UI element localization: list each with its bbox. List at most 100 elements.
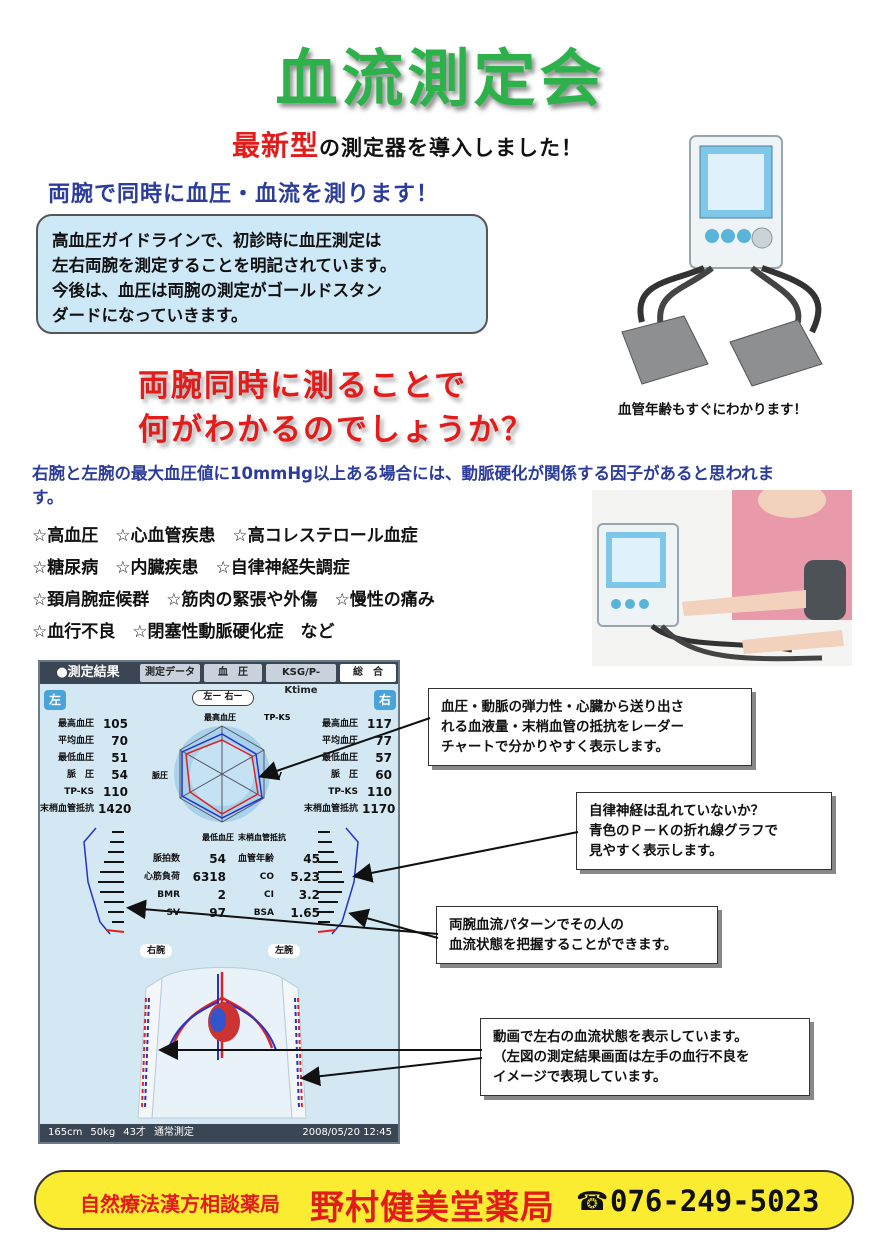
callout-line: 血圧・動脈の弾力性・心臓から送り出さ (441, 699, 684, 715)
value-number: 57 (375, 751, 392, 765)
question-line: 両腕同時に測ることで (138, 368, 468, 404)
value-number: 77 (375, 734, 392, 748)
stat-label: CI (264, 890, 274, 900)
tab-result[interactable]: ●測定結果 (42, 664, 134, 682)
footer-subtitle: 自然療法漢方相談薬局 (80, 1192, 280, 1216)
value-label: 末梢血管抵抗 (304, 804, 359, 814)
left-tag: 左 (44, 690, 66, 710)
value-label: 平均血圧 (321, 736, 358, 746)
measuring-device-image (621, 135, 823, 387)
stat-label: BMR (157, 890, 180, 900)
info-line: ダードになっていきます。 (52, 306, 248, 325)
stat-label: 心筋負荷 (143, 872, 180, 882)
value-label: 脈 圧 (330, 770, 358, 780)
sub-heading: 両腕で同時に血圧・血流を測ります！ (48, 182, 440, 207)
stat-value: 2 (217, 888, 226, 902)
right-tag: 右 (374, 690, 396, 710)
callout-line: 両腕血流パターンでその人の (449, 917, 624, 933)
value-label: 最低血圧 (57, 753, 94, 763)
radar-label: 脈圧 (152, 770, 168, 780)
device-caption: 血管年齢もすぐにわかります！ (618, 402, 807, 418)
stat-label: BSA (253, 908, 274, 918)
value-number: 110 (366, 785, 392, 799)
phone-icon: ☎ (576, 1187, 609, 1217)
question-heading: 両腕同時に測ることで 何がわかるのでしょうか？ (138, 364, 534, 452)
screen-status-bar: 165cm 50kg 43才 通常測定 2008/05/20 12:45 (40, 1124, 398, 1142)
person-measuring-photo (592, 490, 852, 666)
status-weight: 50kg (90, 1127, 116, 1138)
right-values: 最高血圧 117 平均血圧 77 最低血圧 57 脈 圧 60 TP-KS 110 末梢血… (304, 716, 396, 818)
status-age: 43才 (123, 1127, 146, 1138)
stat-value: 54 (209, 852, 226, 866)
callout-line: 動画で左右の血流状態を表示しています。 (493, 1029, 748, 1045)
status-mode: 通常測定 (153, 1127, 194, 1138)
value-label: 脈 圧 (66, 770, 94, 780)
info-line: 左右両腕を測定することを明記されています。 (52, 256, 397, 275)
value-number: 1170 (362, 802, 396, 816)
measurement-result-screen: ●測定結果 測定データ 血 圧 KSG/P-Ktime 総 合 左 右 左ー 右… (38, 660, 400, 1144)
radar-label: TP-KS (264, 713, 291, 722)
footer-banner: 自然療法漢方相談薬局 野村健美堂薬局 ☎ 076-249-5023 (34, 1170, 854, 1230)
stat-value: 5.23 (290, 870, 320, 884)
value-number: 117 (366, 717, 392, 731)
tab-ksg[interactable]: KSG/P-Ktime (266, 664, 336, 696)
info-line: 今後は、血圧は両腕の測定がゴールドスタン (52, 281, 382, 300)
value-number: 105 (102, 717, 128, 731)
question-line: 何がわかるのでしょうか？ (138, 412, 534, 448)
value-label: TP-KS (328, 787, 358, 797)
callout-line: チャートで分かりやすく表示します。 (441, 739, 670, 755)
value-number: 70 (111, 734, 128, 748)
status-height: 165cm (48, 1127, 83, 1138)
callout-animation: 動画で左右の血流状態を表示しています。 （左図の測定結果画面は左手の血行不良を … (480, 1018, 810, 1096)
callout-line: 青色のＰ－Ｋの折れ線グラフで (589, 823, 778, 839)
left-right-legend: 左ー 右ー (192, 690, 254, 706)
callout-line: 見やすく表示します。 (589, 843, 723, 859)
pharmacy-name: 野村健美堂薬局 (310, 1188, 555, 1228)
stat-value: 45 (303, 852, 320, 866)
value-number: 60 (375, 768, 392, 782)
tab-data[interactable]: 測定データ (140, 664, 200, 682)
radar-label: 最高血圧 (204, 712, 236, 722)
value-number: 54 (111, 768, 128, 782)
lead-text: 右腕と左腕の最大血圧値に10mmHg以上ある場合には、動脈硬化が関係する因子があ… (32, 464, 775, 507)
value-label: TP-KS (64, 787, 94, 797)
condition-row: ☆血行不良 ☆閉塞性動脈硬化症 など (32, 622, 335, 642)
radar-chart: 最高血圧 TP-KS SV 最低血圧 末梢血管抵抗 脈圧 (152, 712, 291, 842)
tagline-highlight: 最新型 (232, 129, 320, 162)
value-label: 最低血圧 (321, 753, 358, 763)
status-datetime: 2008/05/20 12:45 (302, 1127, 392, 1138)
tagline-rest: の測定器を導入しました！ (319, 136, 584, 160)
value-label: 最高血圧 (321, 719, 358, 729)
callout-line: 自律神経は乱れていないか？ (589, 803, 765, 819)
tab-summary[interactable]: 総 合 (340, 664, 396, 682)
callout-line: イメージで表現しています。 (493, 1069, 667, 1085)
condition-row: ☆高血圧 ☆心血管疾患 ☆高コレステロール血症 (32, 526, 418, 546)
condition-row: ☆糖尿病 ☆内臓疾患 ☆自律神経失調症 (32, 558, 350, 578)
stat-value: 6318 (192, 870, 226, 884)
stat-value: 1.65 (290, 906, 320, 920)
page-title: 血流測定会 (275, 42, 606, 115)
info-line: 高血圧ガイドラインで、初診時に血圧測定は (52, 231, 382, 250)
tagline: 最新型の測定器を導入しました！ (232, 124, 583, 164)
left-pk-graph (83, 827, 125, 935)
callout-pk-graph: 自律神経は乱れていないか？ 青色のＰ－Ｋの折れ線グラフで 見やすく表示します。 (576, 792, 832, 870)
callout-line: 血流状態を把握することができます。 (449, 937, 678, 953)
tab-blood-pressure[interactable]: 血 圧 (204, 664, 262, 682)
condition-row: ☆頚肩腕症候群 ☆筋肉の緊張や外傷 ☆慢性の痛み (32, 590, 435, 610)
stat-label: 脈拍数 (152, 854, 180, 864)
stat-value: 3.2 (298, 888, 320, 902)
info-box: 高血圧ガイドラインで、初診時に血圧測定は 左右両腕を測定することを明記されていま… (36, 214, 488, 334)
value-number: 51 (111, 751, 128, 765)
phone-number[interactable]: 076-249-5023 (610, 1184, 820, 1218)
radar-label: 末梢血管抵抗 (238, 832, 286, 842)
value-label: 平均血圧 (57, 736, 94, 746)
callout-radar: 血圧・動脈の弾力性・心臓から送り出さ れる血液量・末梢血管の抵抗をレーダー チャ… (428, 688, 752, 766)
value-label: 末梢血管抵抗 (40, 804, 95, 814)
stat-label: 血管年齢 (237, 854, 274, 864)
callout-flow-pattern: 両腕血流パターンでその人の 血流状態を把握することができます。 (436, 906, 718, 964)
stat-label: CO (259, 872, 274, 882)
right-arm-tag: 右腕 (140, 944, 172, 958)
